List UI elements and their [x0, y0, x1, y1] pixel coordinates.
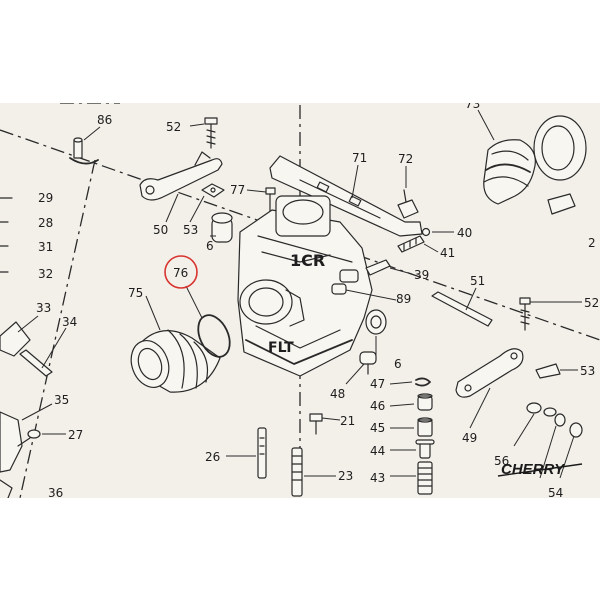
- label-28: 28: [38, 216, 53, 230]
- leader-lines: [17, 109, 582, 479]
- label-54: 54: [548, 486, 563, 498]
- exploded-parts-diagram: 1CR FLT: [0, 103, 600, 498]
- label-56: 56: [494, 454, 509, 468]
- label-6-lower: 6: [394, 357, 402, 371]
- label-52: 52: [166, 120, 181, 134]
- diagram-paper: 1CR FLT: [0, 103, 600, 498]
- part-49-lever: [455, 348, 524, 398]
- part-54-washer-set: [554, 413, 583, 438]
- label-53: 53: [183, 223, 198, 237]
- label-76: 76: [173, 266, 188, 280]
- label-41: 41: [440, 246, 455, 260]
- part-21-screw: [309, 413, 323, 435]
- part-52-screw: [204, 117, 218, 149]
- part-36-plate: [0, 479, 13, 498]
- left-edge-parts: [0, 197, 13, 273]
- label-46: 46: [370, 399, 385, 413]
- label-32: 32: [38, 267, 53, 281]
- label-72: 72: [398, 152, 413, 166]
- cherry-watermark: CHERRY: [497, 461, 583, 478]
- label-49: 49: [462, 431, 477, 445]
- label-52-right: 52: [584, 296, 599, 310]
- label-75: 75: [128, 286, 143, 300]
- part-34-rod: [19, 349, 53, 377]
- label-71: 71: [352, 151, 367, 165]
- label-27: 27: [68, 428, 83, 442]
- axis-line-left: [19, 159, 96, 498]
- label-23: 23: [338, 469, 353, 483]
- part-6-bushing-lower: [365, 309, 387, 335]
- part-76-o-ring: [197, 314, 231, 358]
- part-56-washer: [526, 402, 557, 417]
- label-29: 29: [38, 191, 53, 205]
- label-34: 34: [62, 315, 77, 329]
- part-53-bracket: [201, 183, 225, 198]
- part-86-stud: [69, 137, 99, 165]
- label-48: 48: [330, 387, 345, 401]
- label-26: 26: [205, 450, 220, 464]
- part-46-jet: [417, 393, 433, 411]
- part-71-bracket-plate: [269, 155, 423, 237]
- label-33: 33: [36, 301, 51, 315]
- part-50-throttle-lever: [139, 151, 223, 201]
- label-47: 47: [370, 377, 385, 391]
- svg-text:FLT: FLT: [268, 340, 294, 356]
- part-33-bracket: [0, 321, 31, 357]
- label-51: 51: [470, 274, 485, 288]
- part-73-cap: [483, 139, 536, 205]
- part-ring-upper-right: [533, 115, 587, 215]
- part-72-fitting: [397, 189, 419, 219]
- part-45-jet: [417, 417, 433, 437]
- part-51-rod: [431, 291, 493, 327]
- part-41-screw: [397, 235, 425, 253]
- label-86: 86: [97, 113, 112, 127]
- label-50: 50: [153, 223, 168, 237]
- label-53-right: 53: [580, 364, 595, 378]
- label-77: 77: [230, 183, 245, 197]
- part-35-bracket: [0, 411, 23, 473]
- label-43: 43: [370, 471, 385, 485]
- label-73: 73: [465, 103, 480, 111]
- part-27-screw: [17, 429, 41, 447]
- part-53-clip-right: [535, 363, 561, 379]
- part-labels: 86 52 71 72 73 29 28 31 32 77 50 53 6 40…: [36, 103, 599, 498]
- highlight-circle: [164, 255, 198, 289]
- part-39-screw: [365, 259, 391, 276]
- part-75-rubber-boot: [130, 329, 221, 393]
- label-45: 45: [370, 421, 385, 435]
- part-6-bushing-upper: [211, 212, 233, 243]
- part-26-needle: [257, 427, 267, 479]
- part-89-plug: [331, 283, 347, 295]
- label-21: 21: [340, 414, 355, 428]
- part-48-nozzle: [359, 351, 377, 375]
- label-6: 6: [206, 239, 214, 253]
- part-52-screw-right: [519, 297, 531, 331]
- svg-text:1CR: 1CR: [290, 251, 325, 270]
- part-23-jet: [291, 447, 303, 497]
- label-35: 35: [54, 393, 69, 407]
- part-43-needle-jet: [417, 461, 433, 495]
- label-44: 44: [370, 444, 385, 458]
- part-44-jet: [415, 439, 435, 459]
- part-40-washer: [421, 227, 431, 237]
- label-89: 89: [396, 292, 411, 306]
- label-39: 39: [414, 268, 429, 282]
- watermark-text: CHERRY: [501, 461, 566, 478]
- part-77-screw: [265, 187, 276, 213]
- label-36: 36: [48, 486, 63, 498]
- label-31: 31: [38, 240, 53, 254]
- label-2: 2: [588, 236, 596, 250]
- part-47-ring: [415, 377, 431, 387]
- carburetor-body: 1CR FLT: [237, 195, 373, 377]
- label-40: 40: [457, 226, 472, 240]
